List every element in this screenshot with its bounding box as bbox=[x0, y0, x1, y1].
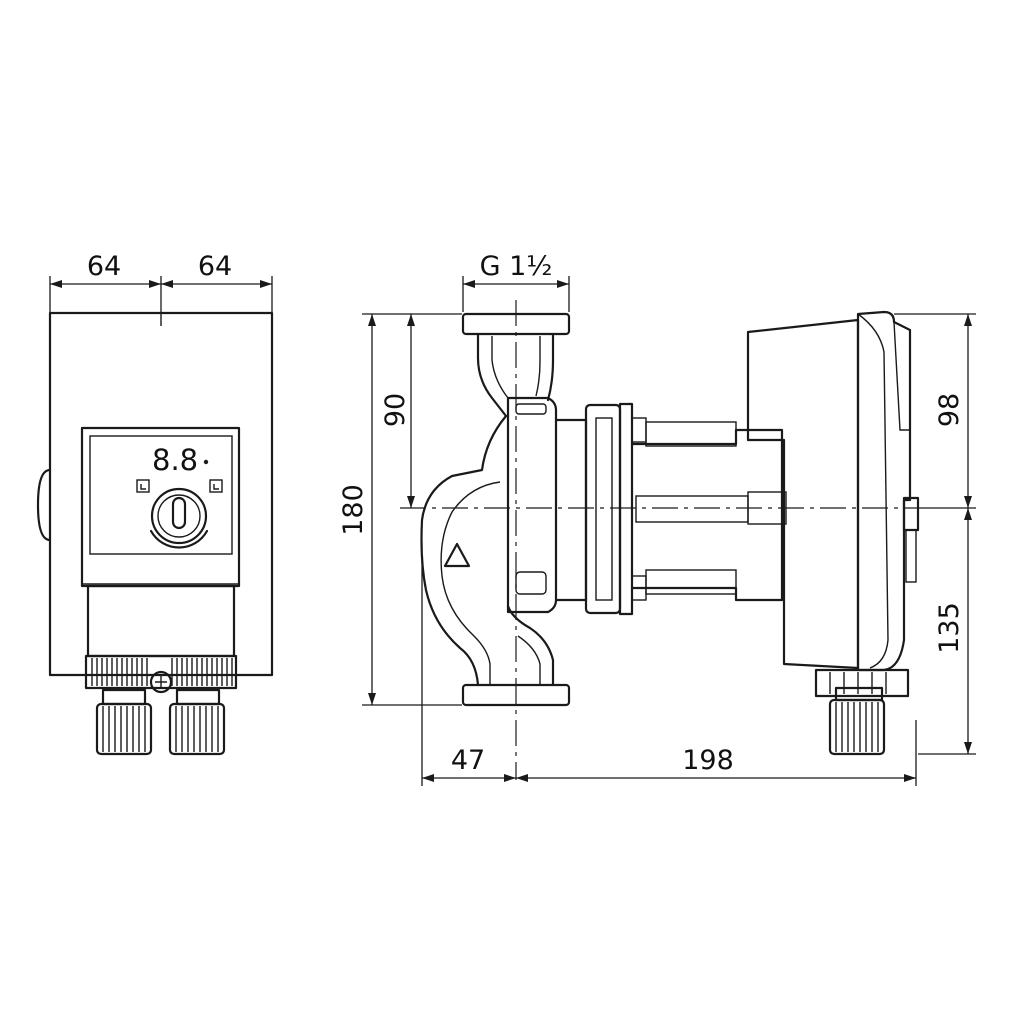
dim-overall-height: 180 bbox=[338, 484, 369, 536]
cover-step bbox=[893, 321, 910, 431]
terminal-ribs bbox=[91, 658, 233, 686]
cable-gland-icon bbox=[95, 688, 153, 756]
side-view: G 1½ 180 90 98 135 bbox=[338, 251, 976, 786]
upper-neck-inner-2 bbox=[535, 336, 541, 397]
volute-inner bbox=[440, 481, 501, 685]
flow-direction-arrow-icon bbox=[443, 542, 471, 568]
intermediate-flange bbox=[554, 418, 588, 602]
dim-front-left: 64 bbox=[87, 251, 121, 282]
cable-gland-icon-2 bbox=[168, 688, 226, 756]
mode-right-icon bbox=[209, 479, 223, 493]
control-module: 8.8 bbox=[80, 426, 241, 756]
speed-knob-icon[interactable] bbox=[149, 487, 209, 549]
flange-tab-top bbox=[631, 417, 647, 443]
electronics-cover bbox=[856, 310, 912, 672]
housing-boss-bottom bbox=[515, 571, 547, 595]
dim-front-right: 64 bbox=[198, 251, 232, 282]
motor-flange-outer bbox=[618, 402, 634, 616]
dimension-front-width: 64 64 bbox=[49, 251, 273, 312]
mode-left-icon bbox=[136, 479, 150, 493]
dimension-top-to-axis: 90 bbox=[380, 314, 415, 508]
side-cable-gland-icon bbox=[814, 668, 910, 756]
dimension-thread: G 1½ bbox=[462, 251, 570, 312]
dim-motor-top: 98 bbox=[934, 393, 965, 427]
volute-outline bbox=[420, 414, 508, 687]
gland-nut-top bbox=[834, 686, 884, 702]
dimension-motor-heights: 98 135 bbox=[894, 313, 976, 755]
pump-housing-plate bbox=[506, 396, 558, 614]
motor-rib-top bbox=[645, 421, 737, 447]
cover-boss bbox=[902, 496, 920, 532]
motor-flange-slot bbox=[595, 417, 613, 601]
electronics-module bbox=[746, 318, 860, 670]
dimension-lengths: 47 198 bbox=[421, 560, 917, 786]
display-digits: 8.8 bbox=[152, 443, 198, 477]
upper-neck-right bbox=[546, 332, 555, 402]
control-panel-face bbox=[89, 435, 233, 555]
motor-rib-bottom bbox=[645, 569, 737, 595]
dim-thread-label: G 1½ bbox=[480, 251, 553, 282]
motor-flange-ring bbox=[584, 403, 622, 615]
cover-curve bbox=[857, 313, 889, 669]
motor-body bbox=[630, 428, 784, 602]
dim-axis-to-back: 198 bbox=[682, 745, 734, 776]
upper-neck-left bbox=[476, 332, 508, 418]
lower-neck-inner bbox=[517, 635, 541, 685]
dim-motor-bottom: 135 bbox=[934, 602, 965, 654]
front-view: 8.8 bbox=[36, 251, 274, 756]
dimension-overall-height: 180 bbox=[338, 313, 462, 706]
dim-top-to-axis: 90 bbox=[380, 393, 411, 427]
upper-neck-inner bbox=[491, 336, 509, 399]
lower-neck-right bbox=[506, 604, 555, 687]
gland-body bbox=[828, 698, 886, 756]
front-side-bulge bbox=[36, 468, 52, 542]
motor-shaft-rib bbox=[635, 495, 749, 523]
housing-boss-top bbox=[515, 403, 547, 415]
gland-base bbox=[814, 668, 910, 698]
terminal-box bbox=[86, 584, 236, 658]
display-dot bbox=[203, 459, 209, 465]
screw-icon bbox=[149, 670, 173, 694]
dim-flange-to-axis: 47 bbox=[451, 745, 485, 776]
cover-lower-boss bbox=[905, 529, 917, 583]
